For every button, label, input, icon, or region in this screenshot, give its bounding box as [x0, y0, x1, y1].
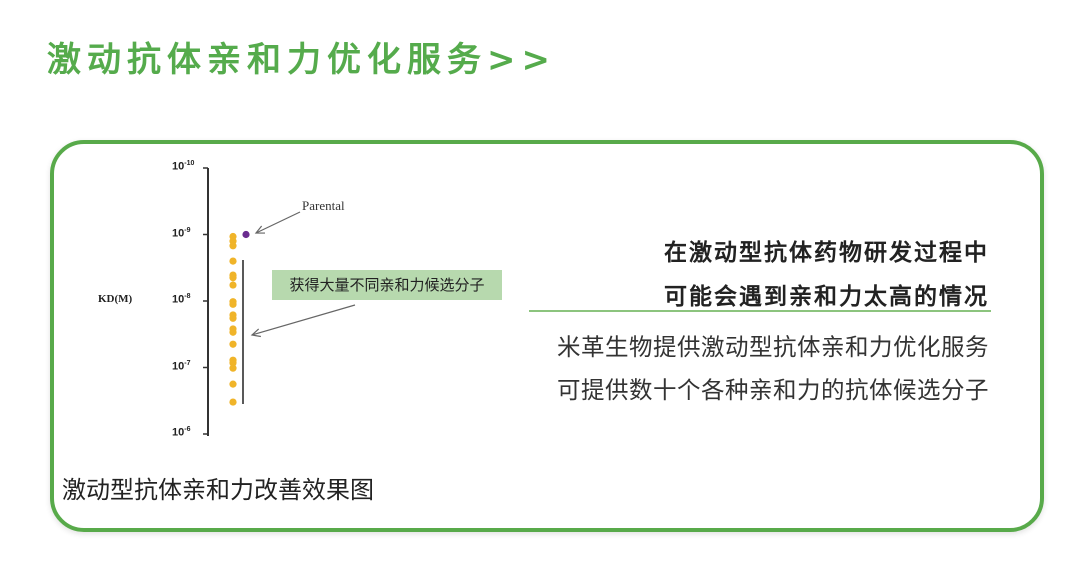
- candidate-point: [229, 398, 237, 406]
- body-line-1: 米革生物提供激动型抗体亲和力优化服务: [557, 333, 989, 361]
- chart-caption: 激动型抗体亲和力改善效果图: [62, 476, 374, 504]
- candidate-point: [229, 328, 237, 336]
- y-axis-label: KD(M): [98, 293, 133, 305]
- y-tick-label: 10-10: [172, 160, 195, 173]
- y-tick-label: 10-6: [172, 426, 191, 439]
- parental-arrow-head: [254, 225, 266, 234]
- candidate-point: [229, 242, 237, 250]
- y-tick-label: 10-8: [172, 293, 191, 306]
- candidates-arrow: [251, 304, 356, 336]
- divider: [529, 310, 991, 312]
- y-tick-label: 10-7: [172, 359, 191, 373]
- parental-point: [242, 230, 250, 239]
- body-line-2: 可提供数十个各种亲和力的抗体候选分子: [557, 376, 989, 404]
- candidate-point: [229, 380, 237, 388]
- service-card: [50, 140, 1044, 532]
- parental-label: Parental: [302, 198, 345, 213]
- candidate-point: [229, 300, 237, 308]
- headline-line-2: 可能会遇到亲和力太高的情况: [664, 284, 989, 310]
- candidate-point: [229, 364, 237, 372]
- candidates-arrow-head: [250, 328, 261, 338]
- parental-arrow: [255, 211, 301, 234]
- candidate-point: [229, 281, 237, 289]
- candidates-label: 获得大量不同亲和力候选分子: [272, 270, 502, 300]
- candidate-point: [229, 274, 237, 282]
- y-tick-label: 10-9: [172, 226, 191, 240]
- candidate-point: [229, 340, 237, 348]
- candidate-point: [229, 359, 237, 367]
- candidate-point: [229, 314, 237, 322]
- page-title: 激动抗体亲和力优化服务>>: [47, 40, 556, 80]
- headline-line-1: 在激动型抗体药物研发过程中: [664, 240, 989, 266]
- candidate-point: [229, 257, 237, 265]
